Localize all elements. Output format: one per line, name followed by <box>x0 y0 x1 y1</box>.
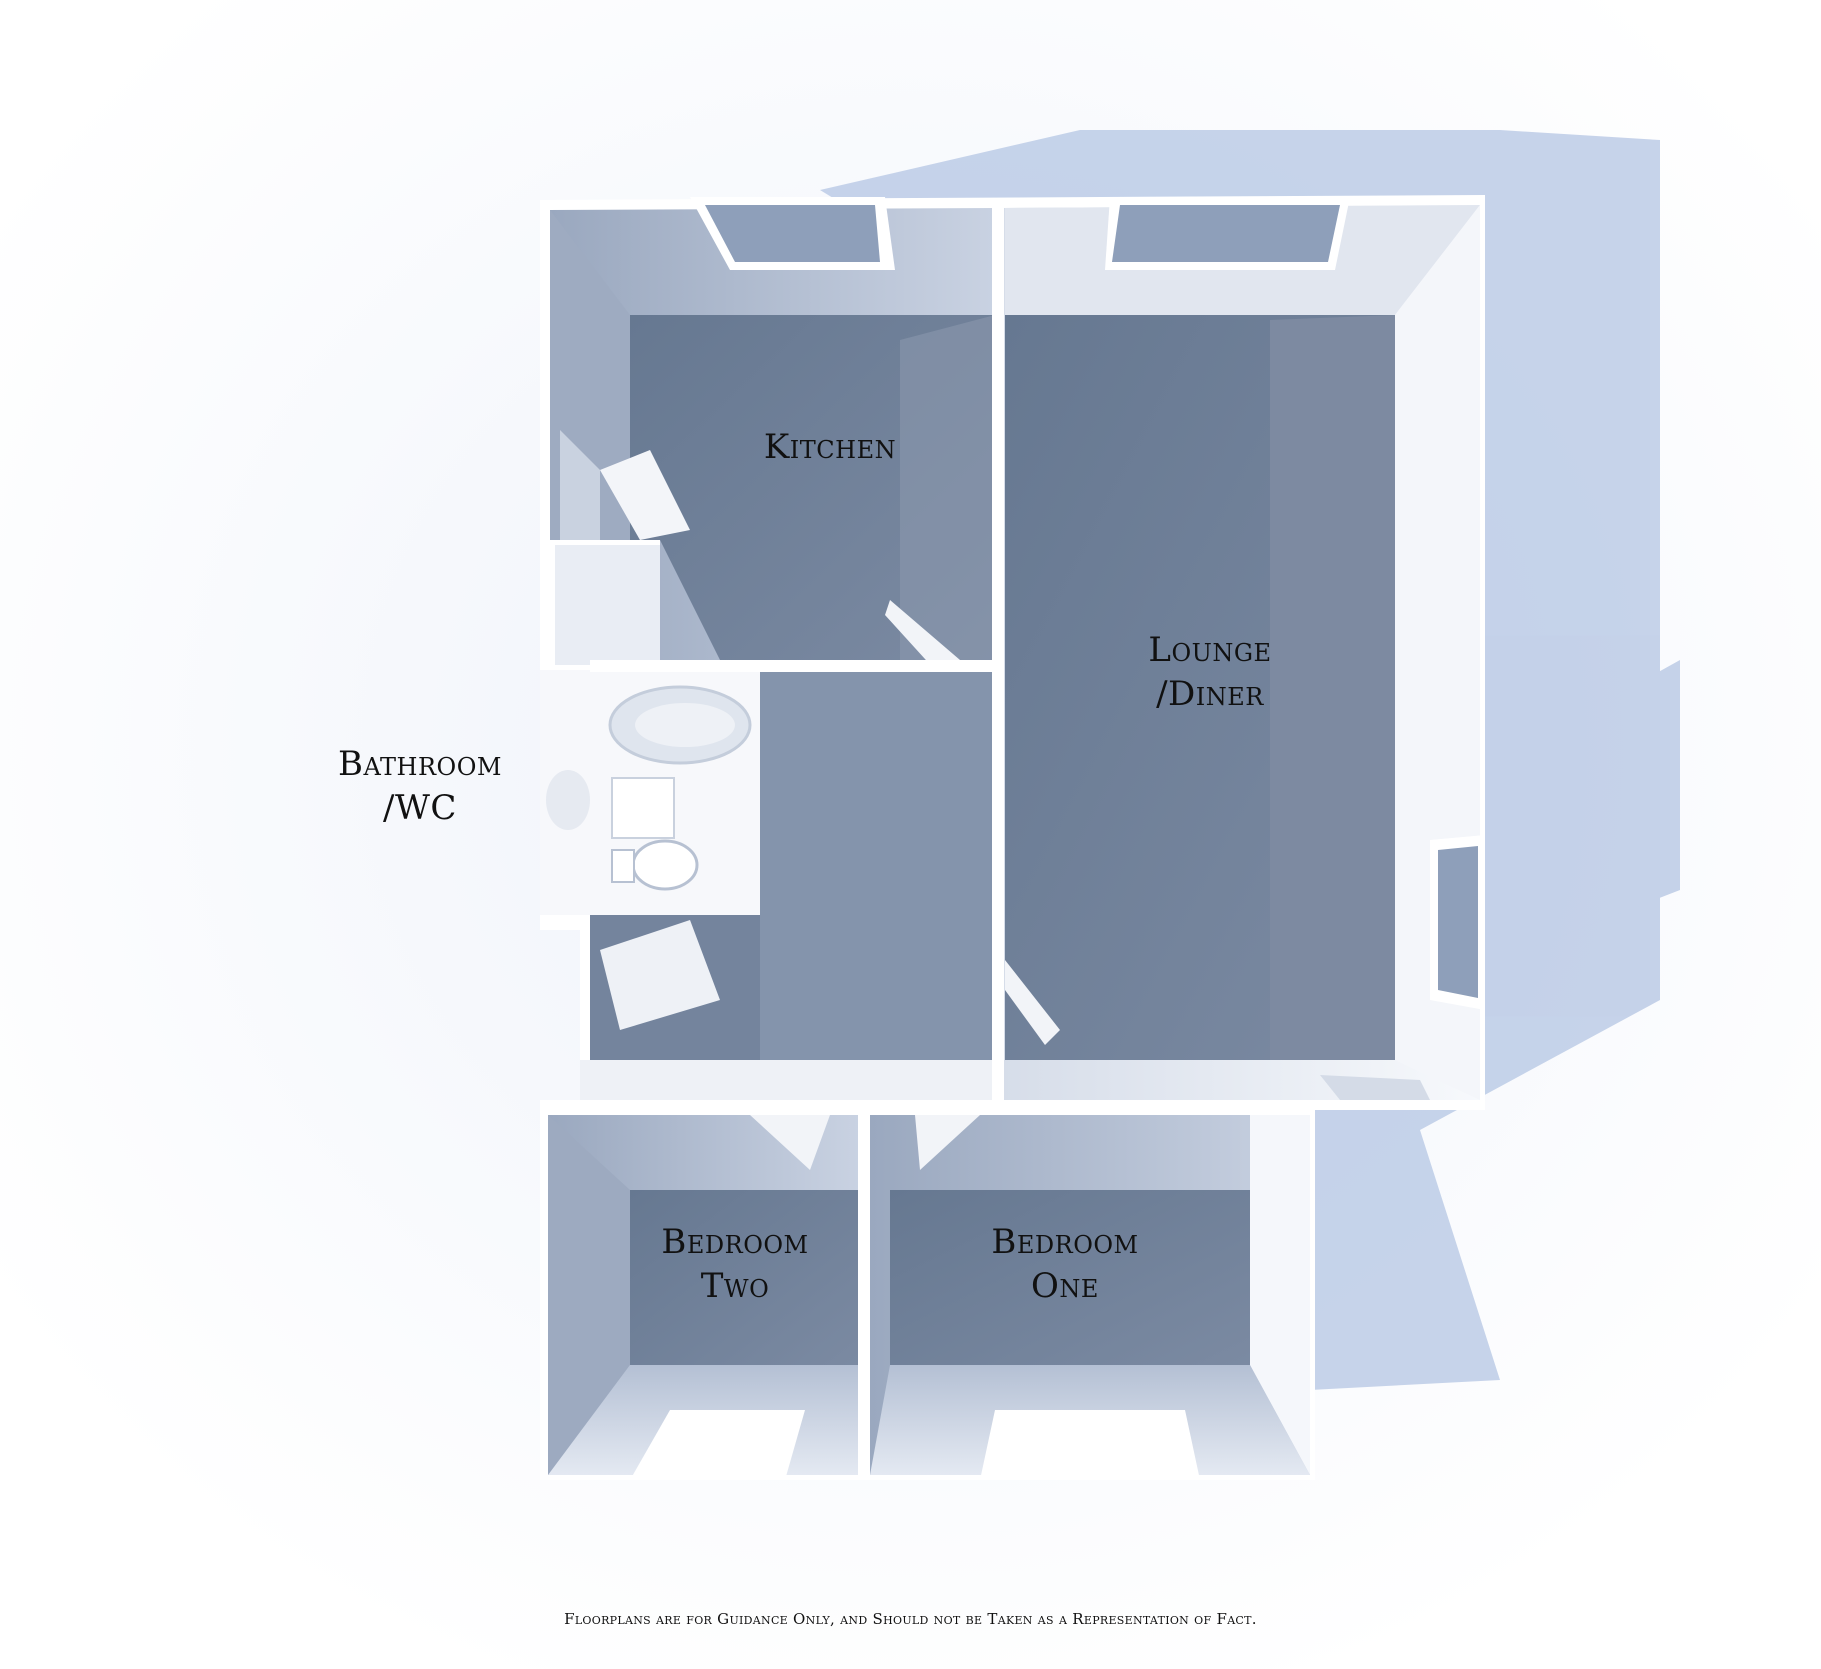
sink-icon <box>546 770 590 830</box>
lounge-diner-room <box>1000 197 1485 1100</box>
bedroom-two-room <box>548 1115 860 1480</box>
kitchen-door <box>885 600 960 670</box>
bedroom-one-window <box>980 1410 1200 1480</box>
kitchen-label: Kitchen <box>700 425 960 469</box>
bedroom-two-label-line2: Two <box>700 1266 770 1306</box>
bedroom-two-label: Bedroom Two <box>610 1220 860 1308</box>
basin-icon <box>611 777 675 839</box>
bathroom-wc-label-line2: /WC <box>383 788 457 828</box>
disclaimer-text: Floorplans are for Guidance Only, and Sh… <box>564 1610 1257 1628</box>
bathroom-wc-label-line1: Bathroom <box>338 744 502 784</box>
bedroom-two-window <box>630 1410 805 1480</box>
internal-walls <box>540 200 1310 1480</box>
bedroom-one-label-line1: Bedroom <box>991 1222 1139 1262</box>
bedroom-one-door <box>915 1115 980 1170</box>
lounge-diner-label-line2: /Diner <box>1156 674 1264 714</box>
bedroom-two-label-line1: Bedroom <box>661 1222 809 1262</box>
lounge-diner-label-line1: Lounge <box>1148 630 1272 670</box>
hall-cupboard-door <box>600 920 720 1030</box>
cupboard-door <box>600 450 690 540</box>
bedroom-one-label: Bedroom One <box>940 1220 1190 1308</box>
bedroom-one-label-line2: One <box>1031 1266 1099 1306</box>
bedroom-two-door <box>750 1115 830 1170</box>
kitchen-label-line1: Kitchen <box>763 427 897 467</box>
toilet-icon <box>631 839 699 891</box>
bathroom-wc-label: Bathroom /WC <box>285 742 555 830</box>
lounge-door <box>1005 960 1060 1045</box>
cupboard <box>555 430 690 665</box>
kitchen-room <box>550 197 995 670</box>
lounge-diner-label: Lounge /Diner <box>1080 628 1340 716</box>
bedroom-one-room <box>870 1115 1310 1480</box>
bathroom <box>540 670 760 915</box>
